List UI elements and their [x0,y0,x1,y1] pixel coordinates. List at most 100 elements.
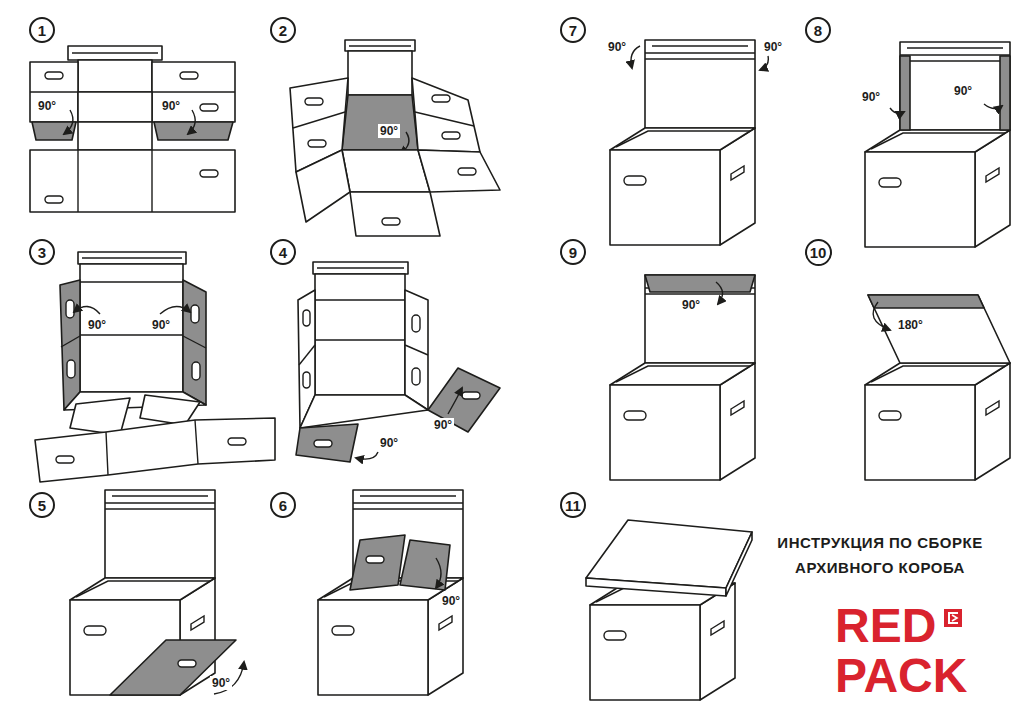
step-9-lid-top [716,282,723,304]
step-number: 11 [560,492,586,518]
step-2-fold-back [308,140,326,147]
step-number: 7 [560,17,586,43]
step-1-flat-blank [72,52,158,53]
fold-angle: 90° [860,90,882,104]
step-1-flat-blank [30,46,235,212]
step-5-box-front [178,660,196,667]
step-7-lid-up [645,40,755,128]
brand-logo [952,615,957,621]
step-3-side-walls [106,420,198,475]
step-2-fold-back [349,45,411,46]
step-11-closed-box [590,583,735,700]
step-3-side-walls [191,305,199,323]
step-4-front-flaps [428,368,500,432]
step-2-fold-back [458,168,476,175]
fold-angle: 90° [150,318,172,332]
step-8-lid-sides [890,108,904,113]
step-4-front-flaps [317,267,404,268]
step-6-inner-flaps [436,558,441,588]
step-3-side-walls [78,252,186,264]
step-4-front-flaps [462,392,480,399]
step-3-side-walls [56,456,74,463]
step-3-side-walls [61,336,80,347]
step-3-side-walls [160,306,190,314]
step-1-flat-blank [200,104,218,111]
step-2-fold-back [350,192,440,236]
fold-angle: 90° [210,676,232,690]
step-2-fold-back [290,40,500,236]
step-2-fold-back [442,132,460,139]
step-6-inner-flaps [318,490,463,695]
fold-angle: 90° [378,436,400,450]
step-8-lid-sides [865,42,1010,247]
step-6-inner-flaps [350,535,405,590]
step-4-front-flaps [303,310,310,326]
fold-angle: 90° [606,40,628,54]
step-number: 4 [270,239,296,265]
step-6-inner-flaps [400,540,450,590]
step-7-lid-up [760,56,768,70]
step-1-flat-blank [64,110,73,134]
step-7-lid-up [610,128,755,245]
step-number-text: 11 [565,498,581,513]
step-11-closed-box [726,532,752,596]
fold-angle: 90° [432,418,454,432]
step-3-side-walls [82,257,182,258]
step-number-text: 5 [38,498,46,513]
step-1-flat-blank [30,150,235,212]
step-2-fold-back [412,78,480,152]
step-4-front-flaps [313,262,408,274]
step-4-front-flaps [314,440,332,447]
step-1-flat-blank [180,72,198,79]
fold-angle: 90° [440,594,462,608]
step-2-fold-back [342,150,430,192]
step-6-inner-flaps [318,578,463,695]
step-1-flat-blank [188,110,195,134]
step-8-lid-sides [900,42,1010,130]
step-10-lid-tilt [873,302,890,330]
step-3-side-walls [74,306,100,314]
step-4-front-flaps [315,300,405,340]
step-11-closed-box [586,578,726,596]
step-3-side-walls [80,264,183,392]
step-number-text: 9 [569,245,577,260]
step-3-side-walls [183,336,206,348]
step-number-text: 1 [38,23,46,38]
step-1-flat-blank [78,150,152,212]
step-number: 1 [29,17,55,43]
step-2-fold-back [345,40,415,51]
step-10-lid-tilt [865,363,1010,480]
step-number-text: 7 [569,23,577,38]
step-4-front-flaps [300,395,428,428]
step-2-fold-back [415,112,474,126]
step-number: 9 [560,239,586,265]
step-9-lid-top [610,275,755,480]
step-4-front-flaps [315,274,405,395]
step-10-lid-tilt [868,295,984,308]
fold-angle: 90° [680,298,702,312]
fold-angle: 90° [86,318,108,332]
brand-logo [944,609,962,627]
step-7-lid-up [631,46,640,68]
step-5-box-front [110,640,236,695]
step-1-flat-blank [78,60,152,92]
step-number-text: 2 [279,23,287,38]
step-4-front-flaps [303,372,310,388]
step-8-lid-sides [865,130,1010,247]
step-3-side-walls [35,252,275,482]
step-number-text: 6 [279,498,287,513]
step-2-fold-back [293,112,345,128]
step-9-lid-top [645,275,755,292]
step-number: 3 [29,239,55,265]
step-11-closed-box [586,520,752,700]
step-4-front-flaps [412,315,420,332]
fold-angle: 90° [36,99,58,113]
step-1-flat-blank [45,196,63,203]
step-4-front-flaps [448,388,462,414]
step-1-flat-blank [68,46,162,60]
step-3-side-walls [183,280,206,405]
step-1-flat-blank [154,122,233,140]
step-2-fold-back [432,95,450,102]
step-4-front-flaps [405,290,428,410]
